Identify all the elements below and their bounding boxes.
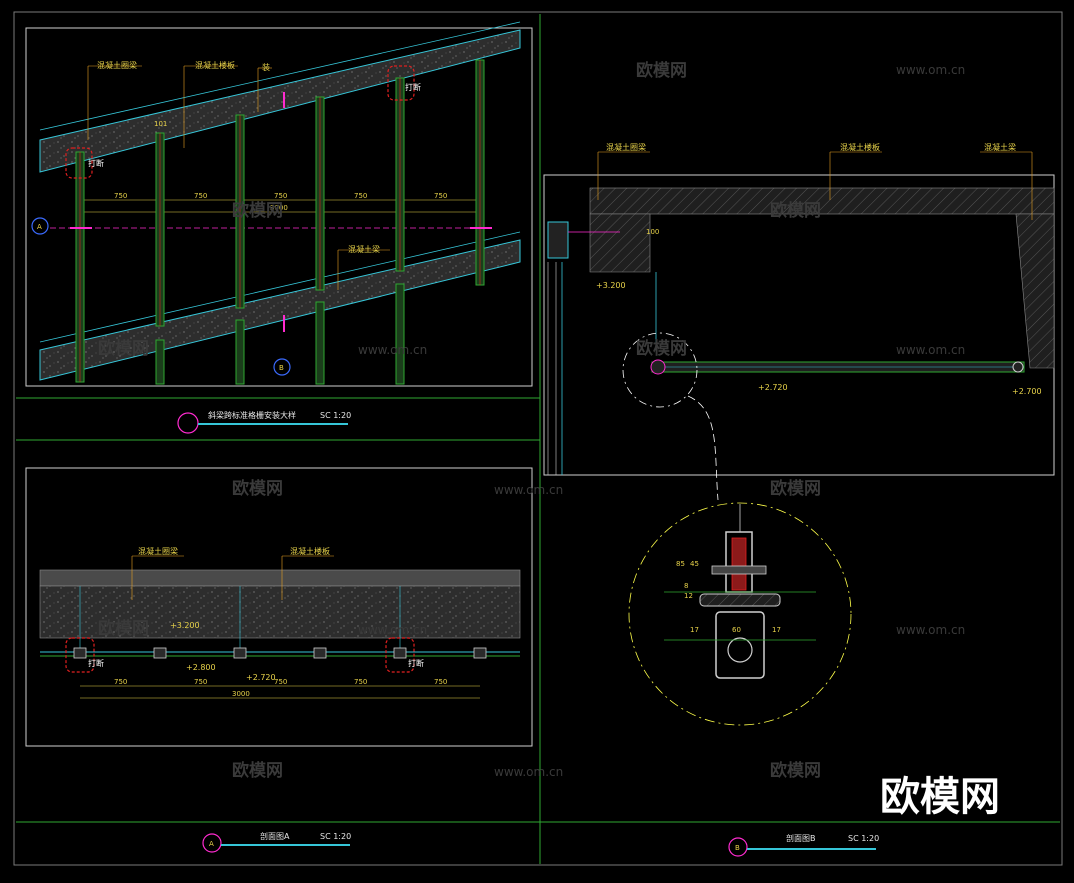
watermark: 欧模网	[232, 200, 283, 221]
label-ring-beam-a: 混凝土圈梁	[138, 546, 178, 556]
break-label-a2: 打断	[408, 658, 424, 668]
panel1-title: 斜梁跨标准格栅安装大样	[208, 410, 296, 420]
watermark: 欧模网	[636, 338, 687, 359]
detail-dim-12: 12	[684, 592, 693, 600]
watermark-url: www.om.cn	[494, 483, 563, 497]
panel3-title: 剖面图B	[786, 833, 816, 843]
axis-b-label: B	[279, 364, 284, 372]
axis-a-section: A	[209, 840, 214, 848]
axis-bubble-a	[31, 217, 49, 235]
watermark-url: www.om.cn	[896, 623, 965, 637]
detail-dim-17b: 17	[772, 626, 781, 634]
watermark: 欧模网	[232, 478, 283, 499]
break-label-1: 打断	[88, 158, 104, 168]
upper-concrete-band	[39, 29, 521, 173]
fixing-detail	[664, 504, 816, 679]
elev-3200-a: +3.200	[170, 621, 200, 630]
watermark: 欧模网	[770, 200, 821, 221]
dim-b-small: 100	[646, 228, 659, 236]
detail-dim-85: 85	[676, 560, 685, 568]
dim-5: 750	[434, 192, 447, 200]
dim-1: 750	[114, 192, 127, 200]
break-label-a1: 打断	[88, 658, 104, 668]
break-label-2: 打断	[405, 82, 421, 92]
panel2-scale: SC 1:20	[320, 832, 351, 841]
watermark-url: www.om.cn	[896, 343, 965, 357]
concrete-slab-section	[39, 585, 521, 639]
label-ring-beam: 混凝土圈梁	[97, 60, 137, 70]
brand-logo-text: 欧模网	[880, 774, 1000, 820]
label-slab-a: 混凝土楼板	[290, 546, 330, 556]
panel3-scale: SC 1:20	[848, 834, 879, 843]
label-slab: 混凝土楼板	[195, 60, 235, 70]
watermark-url: www.om.cn	[358, 623, 427, 637]
label-beam: 混凝土梁	[348, 244, 380, 254]
panel1-scale: SC 1:20	[320, 411, 351, 420]
slab-section-b	[589, 187, 1055, 215]
dim-3: 750	[274, 192, 287, 200]
elev-2720-a: +2.720	[246, 673, 276, 682]
elev-2700-b: +2.700	[1012, 387, 1042, 396]
detail-dim-60: 60	[732, 626, 741, 634]
elev-2720-b: +2.720	[758, 383, 788, 392]
detail-callout-large	[628, 502, 852, 726]
watermark: 欧模网	[98, 338, 149, 359]
watermarks: 欧模网 www.om.cn 欧模网 欧模网 欧模网 www.om.cn 欧模网 …	[98, 60, 1000, 820]
dim-total: 3000	[270, 204, 288, 212]
panel-section-b: 混凝土圈梁 混凝土楼板 混凝土梁 100 +3.200 +2.720 +2.70…	[543, 142, 1055, 857]
elev-3200-b: +3.200	[596, 281, 626, 290]
axis-b-section: B	[735, 844, 740, 852]
watermark: 欧模网	[770, 478, 821, 499]
detail-dim-8: 8	[684, 582, 688, 590]
label-slab-b: 混凝土楼板	[840, 142, 880, 152]
dim-a2: 750	[194, 678, 207, 686]
dim-small: 101	[154, 120, 167, 128]
detail-dim-17a: 17	[690, 626, 699, 634]
panel2-frame	[25, 467, 533, 747]
panel1-frame	[25, 27, 533, 387]
label-pipe: 装	[262, 62, 270, 72]
panel2-title: 剖面图A	[260, 831, 290, 841]
axis-a-label: A	[37, 223, 42, 231]
dim-a-total: 3000	[232, 690, 250, 698]
dim-4: 750	[354, 192, 367, 200]
detail-callout-small	[622, 332, 698, 408]
watermark-url: www.om.cn	[896, 63, 965, 77]
dim-a5: 750	[434, 678, 447, 686]
watermark: 欧模网	[98, 618, 149, 639]
watermark-url: www.om.cn	[494, 765, 563, 779]
dim-a4: 750	[354, 678, 367, 686]
detail-dim-45: 45	[690, 560, 699, 568]
dim-a3: 750	[274, 678, 287, 686]
elev-2800-a: +2.800	[186, 663, 216, 672]
label-beam-b: 混凝土梁	[984, 142, 1016, 152]
dim-a1: 750	[114, 678, 127, 686]
watermark: 欧模网	[636, 60, 687, 81]
dim-2: 750	[194, 192, 207, 200]
watermark: 欧模网	[232, 760, 283, 781]
watermark-url: www.om.cn	[358, 343, 427, 357]
break-mark-1	[65, 147, 93, 179]
sheet-border	[13, 11, 1063, 866]
watermark: 欧模网	[770, 760, 821, 781]
panel-oblique-grille: 混凝土圈梁 混凝土楼板 装 混凝土梁 打断 打断 750 750 750 750…	[25, 21, 533, 434]
panel-section-a: 混凝土圈梁 混凝土楼板 打断 打断 +3.200 +2.800 +2.720 7…	[25, 467, 533, 853]
label-ring-beam-b: 混凝土圈梁	[606, 142, 646, 152]
axis-bubble-b	[273, 358, 291, 376]
break-mark-2	[387, 65, 415, 101]
